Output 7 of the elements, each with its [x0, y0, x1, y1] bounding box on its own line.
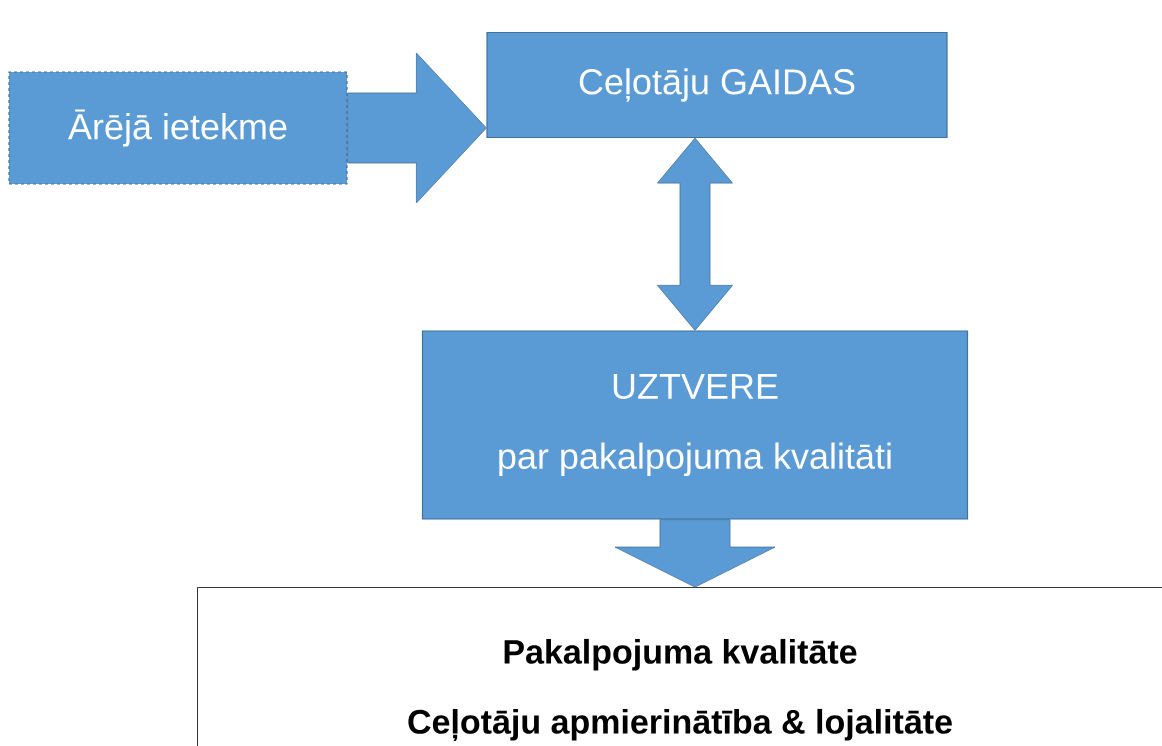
- result-box: Pakalpojuma kvalitāte Ceļotāju apmierinātība & lojalitāte: [197, 587, 1162, 746]
- block-arrow: [614, 519, 776, 588]
- block-arrow: [657, 137, 733, 331]
- process-box: Ceļotāju GAIDAS: [486, 31, 948, 139]
- block-arrow: [347, 52, 487, 204]
- process-box: Ārējā ietekme: [8, 71, 348, 185]
- process-box: UZTVERE par pakalpojuma kvalitāti: [421, 330, 969, 520]
